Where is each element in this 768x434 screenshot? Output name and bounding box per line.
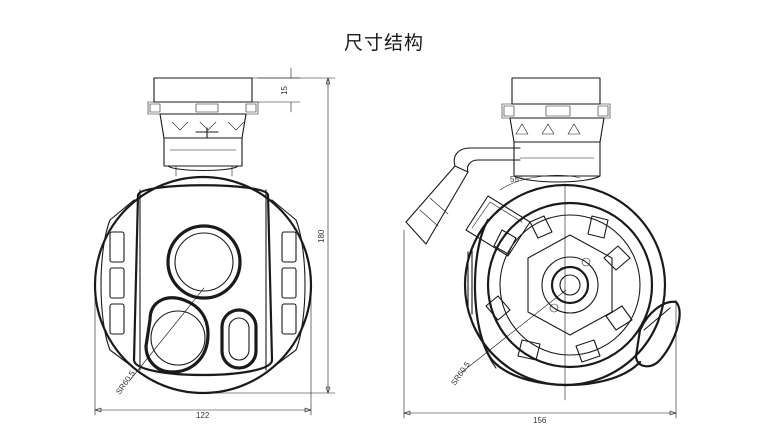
side-dim-radius: SR60.5 xyxy=(449,360,472,387)
side-view xyxy=(403,77,681,419)
side-dim-angle: 55° xyxy=(510,175,522,184)
front-view xyxy=(93,67,336,416)
front-dim-radius: SR60.5 xyxy=(114,369,137,396)
front-dim-15: 15 xyxy=(280,86,289,95)
diagram-title: 尺寸结构 xyxy=(343,32,424,54)
front-dim-180: 180 xyxy=(317,229,326,243)
side-dim-156: 156 xyxy=(533,416,547,425)
front-dim-122: 122 xyxy=(196,411,210,420)
